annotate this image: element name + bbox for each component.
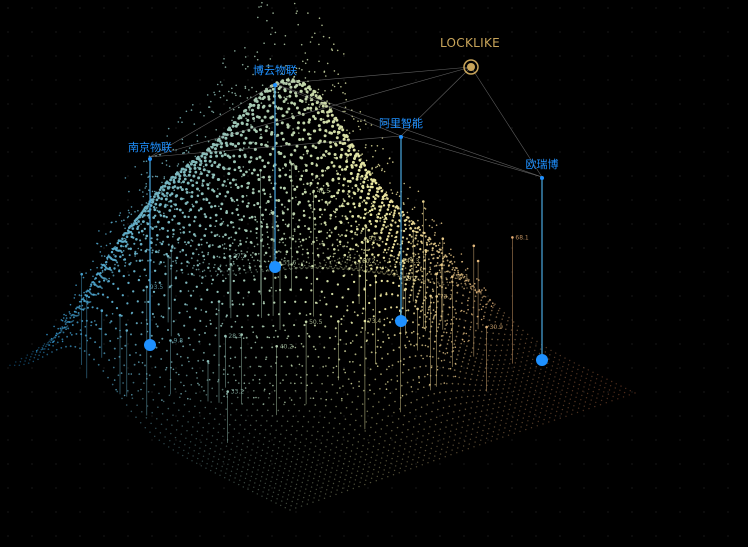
value-label: 46.5 [317, 188, 331, 195]
value-stems [80, 162, 514, 443]
value-label: 73.4 [368, 318, 382, 325]
value-label: 30.9 [490, 324, 504, 331]
link-boyun-aliyun [274, 83, 402, 137]
value-labels: 50.1 9.8 51.6 46.5 40.2 73.4 28.3 93.5 50.5 30.9 4… [150, 188, 529, 396]
link-aliyun-ouruibo [400, 135, 543, 178]
value-label: 51.6 [283, 260, 297, 267]
link-hub-aliyun [400, 66, 472, 137]
value-label: 73.1 [440, 293, 454, 300]
node-drop-lines [149, 87, 543, 360]
link-hub-ouruibo [470, 66, 543, 178]
node-label-boyun: 博云物联 [253, 64, 297, 77]
node-top-ouruibo [540, 176, 544, 180]
link-hub-boyun [274, 66, 472, 85]
value-label: 28.3 [228, 333, 242, 340]
value-label: 49.3 [406, 258, 420, 265]
value-label: 50.5 [309, 319, 323, 326]
node-label-aliyun: 阿里智能 [379, 117, 423, 130]
value-label: 59.2 [404, 276, 418, 283]
link-hub-nanjing [149, 66, 472, 158]
node-base-aliyun [395, 315, 407, 327]
terrain-grid [9, 1, 636, 511]
hub-dot [467, 63, 475, 71]
node-top-aliyun [399, 135, 403, 139]
hub-label: LOCKLIKE [439, 36, 501, 50]
link-boyun-ouruibo [274, 83, 543, 178]
node-base-nanjing [144, 339, 156, 351]
node-base-boyun [269, 261, 281, 273]
hub-node [463, 59, 479, 75]
node-dots [144, 83, 548, 366]
node-label-ouruibo: 欧瑞博 [525, 158, 559, 171]
node-base-ouruibo [536, 354, 548, 366]
value-label: 50.1 [455, 274, 469, 281]
value-label: 27.2 [233, 253, 247, 260]
node-top-boyun [273, 83, 277, 87]
value-label: 93.5 [369, 235, 383, 242]
hub-links [149, 66, 543, 178]
link-nanjing-boyun [149, 83, 276, 158]
value-label: 60.2 [362, 258, 376, 265]
value-label: 40.2 [280, 343, 294, 350]
value-label: 9.8 [174, 338, 184, 345]
value-label: 68.1 [515, 234, 529, 241]
value-label: 93.5 [150, 284, 164, 291]
value-label: 33.2 [231, 389, 245, 396]
hub-halo [463, 59, 479, 75]
node-label-nanjing: 南京物联 [128, 141, 172, 154]
node-top-nanjing [148, 157, 152, 161]
